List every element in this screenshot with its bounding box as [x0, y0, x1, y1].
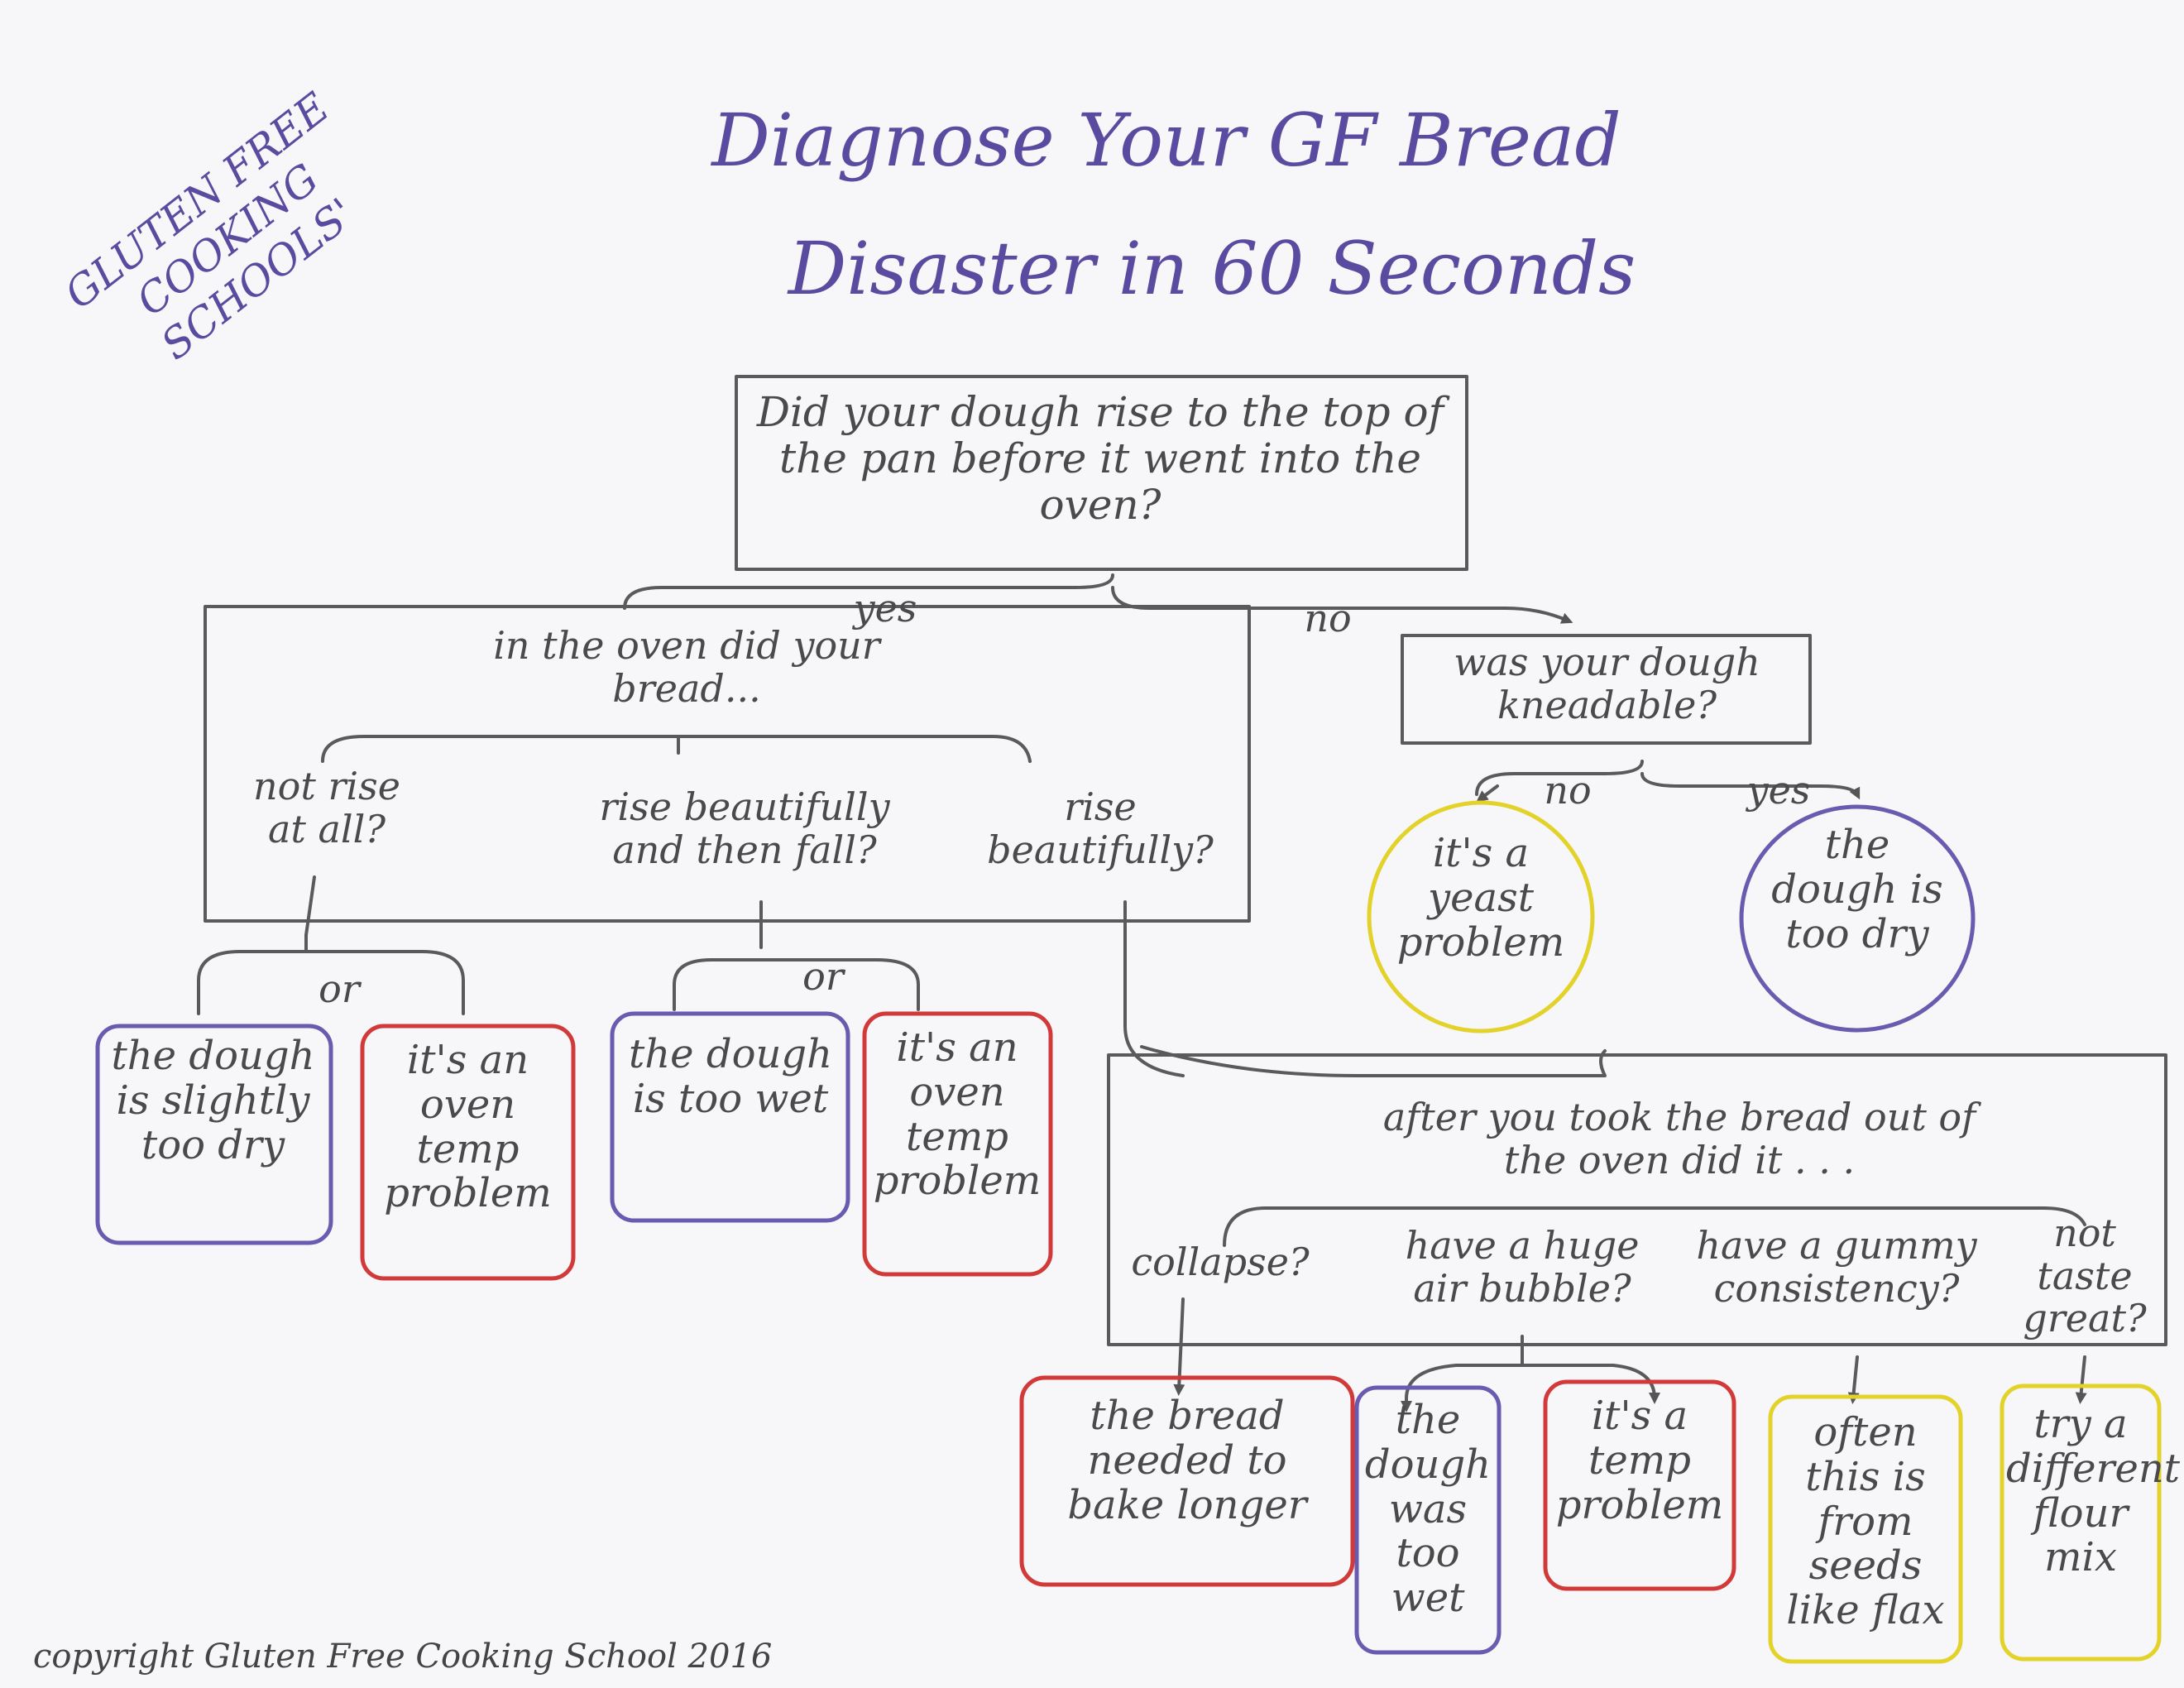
answer-oven-temp-1: it's an oven temp problem: [384, 1037, 552, 1217]
title-line-2: Disaster in 60 Seconds: [788, 226, 1636, 311]
after-question: after you took the bread out of the oven…: [1382, 1095, 1976, 1182]
answer-outline-oven-temp-1: [360, 1024, 576, 1281]
knead-no-label: no: [1544, 768, 1592, 813]
answer-outline-temp-problem: [1543, 1379, 1736, 1591]
oven-question: in the oven did your bread...: [493, 623, 880, 711]
answer-too-wet: the dough is too wet: [628, 1031, 833, 1122]
after-question-box: [1107, 1053, 2167, 1346]
yes-label: yes: [853, 586, 917, 631]
answer-outline-too-dry: [1739, 804, 1976, 1033]
answer-outline-seeds: [1768, 1394, 1963, 1664]
answer-bake-longer: the bread needed to bake longer: [1067, 1393, 1307, 1528]
answer-outline-was-too-wet: [1354, 1385, 1502, 1655]
no-label: no: [1304, 596, 1352, 640]
or-label-1: or: [318, 966, 360, 1011]
answer-outline-slightly-dry: [95, 1024, 333, 1245]
answer-temp-problem: it's a temp problem: [1555, 1393, 1724, 1528]
copyright-footer: copyright Gluten Free Cooking School 201…: [33, 1638, 773, 1676]
oven-question-box: [204, 605, 1251, 923]
answer-seeds-like-flax: often this is from seeds like flax: [1786, 1409, 1945, 1633]
knead-yes-label: yes: [1746, 768, 1811, 813]
option-rise-beautifully: rise beautifully?: [987, 784, 1214, 872]
answer-oven-temp-2: it's an oven temp problem: [873, 1024, 1042, 1205]
knead-question-box: [1401, 634, 1812, 745]
or-label-2: or: [802, 954, 844, 999]
option-gummy: have a gummy consistency?: [1696, 1223, 1977, 1311]
option-collapse: collapse?: [1131, 1240, 1310, 1284]
title-line-1: Diagnose Your GF Bread: [711, 98, 1621, 183]
answer-yeast-problem: it's a yeast problem: [1396, 830, 1565, 966]
answer-slightly-dry: the dough is slightly too dry: [111, 1033, 315, 1168]
answer-different-flour: try a different flour mix: [2006, 1401, 2181, 1581]
knead-question: was your dough kneadable?: [1454, 640, 1760, 727]
root-question: Did your dough rise to the top of the pa…: [756, 388, 1444, 529]
answer-outline-too-wet: [610, 1011, 850, 1223]
option-air-bubble: have a huge air bubble?: [1405, 1223, 1640, 1311]
answer-outline-yeast: [1367, 800, 1595, 1033]
option-not-taste: not taste great?: [2023, 1211, 2147, 1341]
answer-outline-bake-longer: [1019, 1375, 1355, 1587]
answer-outline-flour: [2000, 1383, 2162, 1662]
answer-dough-too-dry: the dough is too dry: [1771, 822, 1943, 957]
option-rise-and-fall: rise beautifully and then fall?: [599, 784, 890, 872]
root-question-box: [735, 375, 1468, 571]
answer-was-too-wet: the dough was too wet: [1364, 1397, 1492, 1621]
option-not-rise: not rise at all?: [253, 764, 400, 851]
answer-outline-oven-temp-2: [862, 1011, 1053, 1277]
